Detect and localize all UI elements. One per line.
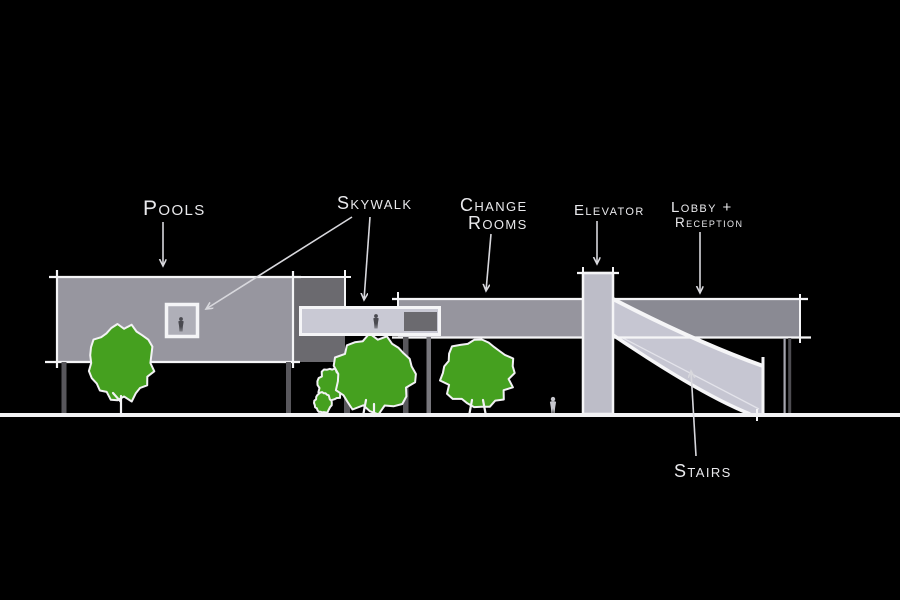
- label-lobby-line2: Reception: [675, 215, 743, 230]
- lobby-column-dark: [788, 338, 792, 414]
- tree-canopy: [439, 338, 516, 409]
- stairs-band: [613, 299, 763, 414]
- label-change-rooms-line2: Rooms: [468, 213, 528, 233]
- trees: [87, 323, 516, 418]
- annotations: Pools Skywalk Change Rooms Elevator Lobb…: [143, 193, 743, 481]
- label-skywalk: Skywalk: [337, 193, 413, 213]
- label-stairs: Stairs: [674, 461, 732, 481]
- column: [426, 337, 431, 415]
- label-change-rooms-line1: Change: [460, 195, 528, 215]
- elevator-tower: [577, 267, 619, 416]
- elevator-shaft: [581, 271, 615, 416]
- bush-canopy: [313, 391, 333, 414]
- lobby-column-light: [783, 338, 786, 414]
- stairs-structure: [612, 297, 765, 421]
- skywalk-bridge: [299, 306, 441, 336]
- label-lobby-line1: Lobby +: [671, 199, 733, 216]
- column: [61, 362, 67, 415]
- ground-line: [0, 413, 900, 417]
- stairs-lower-edge: [612, 333, 751, 416]
- leader-skywalk-to-pools-box: [206, 216, 353, 309]
- leader-skywalk-to-bridge: [364, 216, 371, 300]
- label-pools: Pools: [143, 197, 206, 220]
- tree-canopy: [87, 323, 156, 403]
- leader-change-rooms: [486, 233, 492, 291]
- lobby-columns: [783, 338, 792, 414]
- column: [286, 362, 291, 415]
- skywalk-overlap-block: [404, 312, 437, 331]
- label-elevator: Elevator: [574, 202, 645, 219]
- tree-canopy: [332, 332, 417, 416]
- tree-trunk: [111, 391, 123, 418]
- person-icon: [549, 396, 557, 414]
- leader-stairs: [691, 371, 697, 457]
